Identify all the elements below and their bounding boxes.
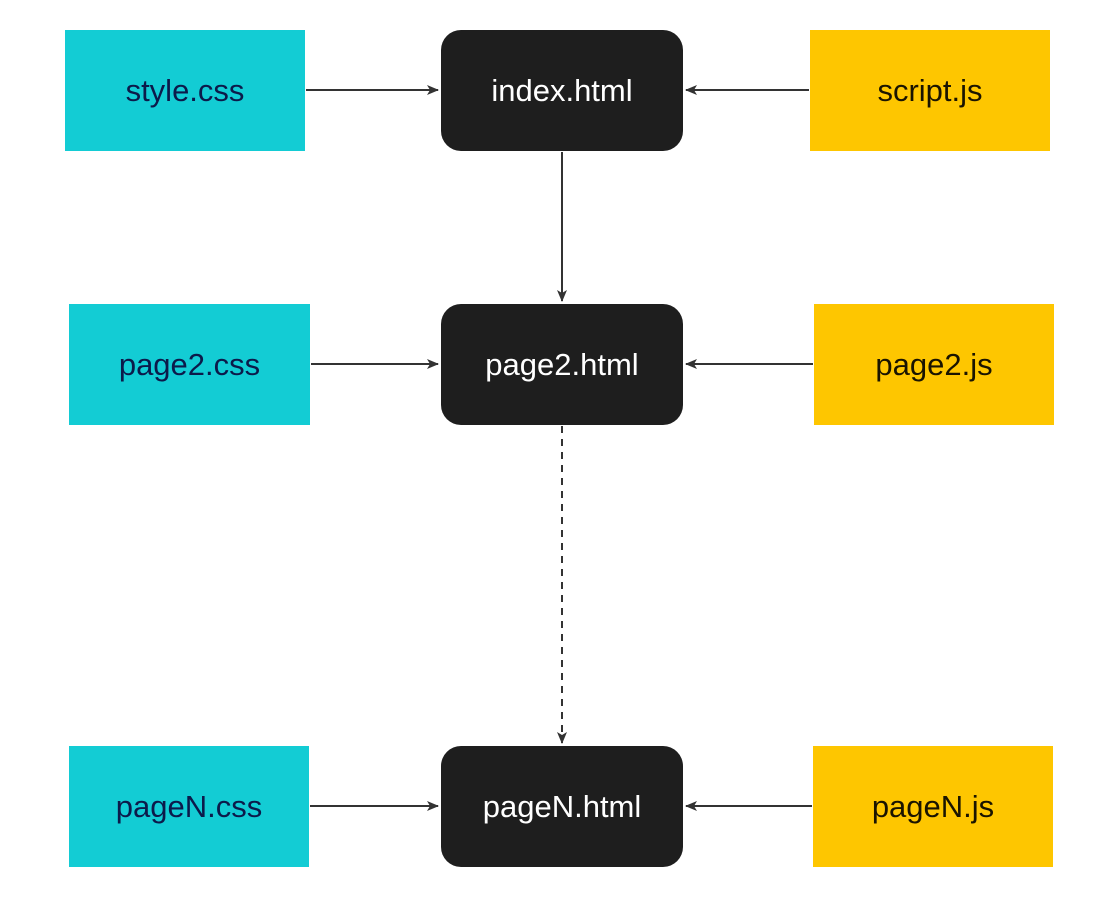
page2-css-node: page2.css bbox=[69, 304, 310, 425]
page2-css-label: page2.css bbox=[118, 346, 261, 382]
page2-js-label: page2.js bbox=[875, 346, 993, 382]
page2-html-label: page2.html bbox=[485, 346, 639, 382]
pageN-css-node: pageN.css bbox=[69, 746, 309, 867]
page2-js-node: page2.js bbox=[814, 304, 1054, 425]
style-css-label: style.css bbox=[125, 72, 245, 108]
pageN-js-label: pageN.js bbox=[871, 788, 995, 824]
script-js-node: script.js bbox=[810, 30, 1050, 151]
script-js-label: script.js bbox=[877, 72, 983, 108]
page2-html-node: page2.html bbox=[441, 304, 683, 425]
pageN-js-node: pageN.js bbox=[813, 746, 1053, 867]
index-html-node: index.html bbox=[441, 30, 683, 151]
pageN-css-label: pageN.css bbox=[115, 788, 263, 824]
pageN-html-label: pageN.html bbox=[482, 788, 642, 824]
index-html-label: index.html bbox=[491, 72, 633, 108]
style-css-node: style.css bbox=[65, 30, 305, 151]
pageN-html-node: pageN.html bbox=[441, 746, 683, 867]
